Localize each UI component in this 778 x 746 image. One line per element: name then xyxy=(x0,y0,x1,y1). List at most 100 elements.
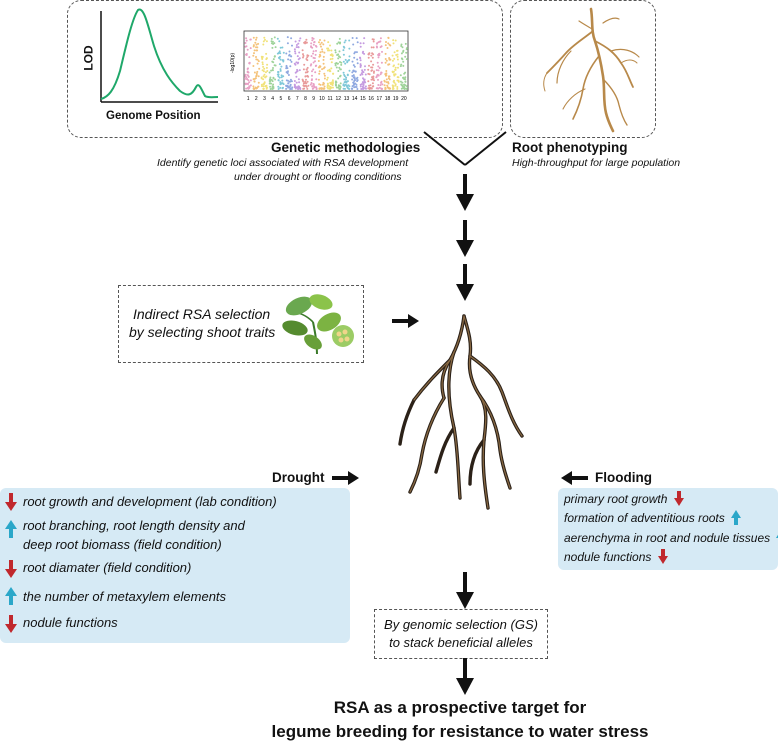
flooding-item-2: formation of adventitious roots xyxy=(564,510,742,526)
manhattan-chrom-20 xyxy=(399,42,408,90)
root-illustration-small xyxy=(543,7,640,133)
down-arrow-5 xyxy=(456,658,474,695)
flooding-item-2-text: formation of adventitious roots xyxy=(564,511,725,525)
genetic-methods-desc-1: Identify genetic loci associated with RS… xyxy=(157,157,409,169)
lod-curve xyxy=(100,8,219,100)
root-phenotyping-title: Root phenotyping xyxy=(512,140,628,155)
manhattan-chrom-9 xyxy=(309,37,318,90)
manhattan-tick-6: 6 xyxy=(288,96,291,102)
manhattan-tick-8: 8 xyxy=(304,96,307,102)
manhattan-tick-11: 11 xyxy=(327,96,332,102)
plant-icon xyxy=(282,294,354,355)
manhattan-frame xyxy=(243,30,409,92)
flooding-item-2-up-arrow xyxy=(731,510,742,525)
indirect-line-1: Indirect RSA selection xyxy=(133,306,271,322)
flooding-item-1-down-arrow xyxy=(673,491,684,506)
drought-item-4: the number of metaxylem elements xyxy=(23,589,227,604)
gs-line-1: By genomic selection (GS) xyxy=(384,617,538,632)
flooding-item-3-text: aerenchyma in root and nodule tissues xyxy=(564,531,771,545)
indirect-line-2: by selecting shoot traits xyxy=(129,324,276,340)
down-arrow-3 xyxy=(456,264,474,301)
indirect-right-arrow xyxy=(392,314,419,328)
lod-y-label: LOD xyxy=(81,45,96,71)
root-phenotyping-box xyxy=(510,0,656,138)
manhattan-tick-7: 7 xyxy=(296,96,299,102)
drought-item-1-down-arrow xyxy=(5,493,17,511)
flooding-arrow xyxy=(561,471,588,485)
manhattan-tick-13: 13 xyxy=(344,96,350,102)
drought-item-1: root growth and development (lab conditi… xyxy=(23,494,277,509)
converging-lines xyxy=(423,131,507,166)
manhattan-chrom-1 xyxy=(244,37,252,90)
manhattan-tick-16: 16 xyxy=(368,96,374,102)
flooding-panel: primary root growth formation of adventi… xyxy=(558,488,778,570)
manhattan-chrom-5 xyxy=(276,37,285,90)
manhattan-chrom-17 xyxy=(375,37,384,90)
manhattan-chrom-10 xyxy=(317,39,326,90)
conclusion-line-1: RSA as a prospective target for xyxy=(333,698,587,717)
manhattan-chrom-13 xyxy=(342,39,351,90)
manhattan-tick-18: 18 xyxy=(385,96,391,102)
drought-panel: root growth and development (lab conditi… xyxy=(0,488,350,643)
flooding-item-4: nodule functions xyxy=(564,549,668,565)
genetic-methods-title: Genetic methodologies xyxy=(271,140,421,155)
flooding-item-4-text: nodule functions xyxy=(564,550,652,564)
manhattan-tick-3: 3 xyxy=(263,96,266,102)
manhattan-tick-14: 14 xyxy=(352,96,358,102)
central-root-system xyxy=(398,314,524,510)
flooding-item-3: aerenchyma in root and nodule tissues xyxy=(564,530,778,546)
lod-x-label: Genome Position xyxy=(106,110,201,122)
drought-item-3-down-arrow xyxy=(5,560,17,578)
manhattan-chrom-3 xyxy=(260,36,269,90)
gs-line-2: to stack beneficial alleles xyxy=(389,635,533,650)
root-phenotyping-desc: High-throughput for large population xyxy=(512,157,681,169)
manhattan-tick-10: 10 xyxy=(319,96,325,102)
manhattan-chrom-15 xyxy=(359,37,367,90)
down-arrow-2 xyxy=(456,220,474,257)
manhattan-chrom-2 xyxy=(252,36,261,90)
manhattan-chrom-16 xyxy=(367,38,375,90)
manhattan-chrom-8 xyxy=(301,38,310,90)
manhattan-tick-1: 1 xyxy=(247,96,250,102)
drought-item-4-up-arrow xyxy=(5,587,17,605)
conclusion-line-2: legume breeding for resistance to water … xyxy=(271,722,649,741)
manhattan-tick-20: 20 xyxy=(401,96,407,102)
manhattan-tick-5: 5 xyxy=(280,96,283,102)
manhattan-tick-4: 4 xyxy=(271,96,274,102)
manhattan-tick-2: 2 xyxy=(255,96,258,102)
manhattan-chrom-12 xyxy=(334,37,343,90)
manhattan-tick-17: 17 xyxy=(377,96,383,102)
manhattan-tick-9: 9 xyxy=(312,96,315,102)
flooding-item-1-text: primary root growth xyxy=(564,492,668,506)
drought-item-2-line-1: root branching, root length density and xyxy=(23,518,245,533)
drought-item-2-up-arrow xyxy=(5,520,17,538)
manhattan-tick-12: 12 xyxy=(336,96,342,102)
manhattan-chrom-19 xyxy=(391,39,400,90)
flooding-label: Flooding xyxy=(595,470,652,485)
manhattan-chrom-7 xyxy=(293,37,302,90)
drought-item-3: root diamater (field condition) xyxy=(23,560,192,575)
flooding-item-4-down-arrow xyxy=(657,549,668,564)
manhattan-chrom-11 xyxy=(326,41,335,90)
manhattan-tick-15: 15 xyxy=(360,96,366,102)
drought-item-5: nodule functions xyxy=(23,615,118,630)
genetic-methods-desc-2: under drought or flooding conditions xyxy=(234,171,402,183)
lod-plot xyxy=(100,8,219,103)
down-arrow-1 xyxy=(456,174,474,211)
manhattan-tick-19: 19 xyxy=(393,96,399,102)
manhattan-y-label: -log10(p) xyxy=(230,53,236,73)
drought-arrow xyxy=(332,471,359,485)
genomic-selection-box: By genomic selection (GS) to stack benef… xyxy=(374,609,548,659)
indirect-selection-box: Indirect RSA selection by selecting shoo… xyxy=(118,285,364,363)
manhattan-chrom-18 xyxy=(383,36,392,90)
flooding-item-1: primary root growth xyxy=(564,491,684,507)
manhattan-chrom-4 xyxy=(268,36,277,90)
down-arrow-4 xyxy=(456,572,474,609)
manhattan-chrom-14 xyxy=(350,37,359,90)
drought-item-5-down-arrow xyxy=(5,615,17,633)
drought-label: Drought xyxy=(272,470,325,485)
manhattan-chrom-6 xyxy=(285,36,294,90)
drought-item-2-line-2: deep root biomass (field condition) xyxy=(23,537,222,552)
